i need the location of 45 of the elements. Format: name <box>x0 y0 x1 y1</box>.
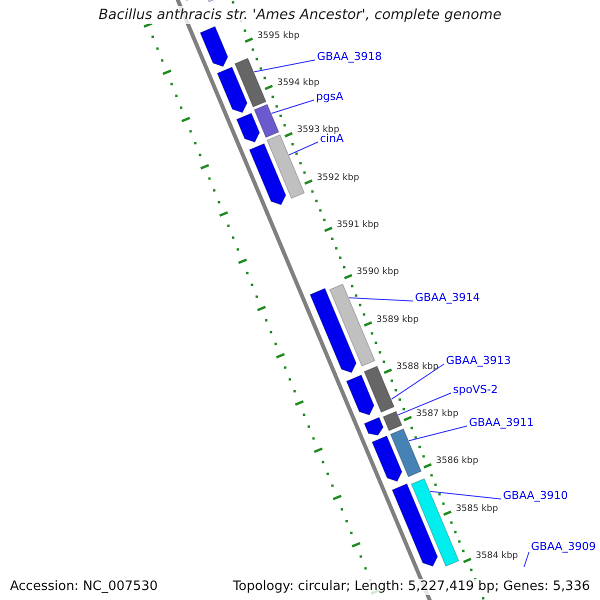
gene-label: GBAA_3913 <box>446 354 511 367</box>
scale-label: 3586 kbp <box>436 456 478 468</box>
scale-label: 3585 kbp <box>456 504 498 515</box>
leader-line <box>254 60 316 72</box>
leader-line <box>524 552 530 568</box>
leader-line <box>391 364 444 400</box>
gene-label: GBAA_3910 <box>503 489 568 502</box>
leader-line <box>271 100 314 114</box>
gene-feature-bar <box>329 284 376 367</box>
gene-feature-bar <box>234 58 267 108</box>
scale-label: 3594 kbp <box>277 78 320 89</box>
scale-label: 3588 kbp <box>396 362 439 373</box>
gene-arrow-shape <box>364 416 384 436</box>
gene-label: GBAA_3909 <box>531 540 596 553</box>
scale-label: 3589 kbp <box>376 314 419 326</box>
gene-arrow-shape <box>248 143 286 206</box>
genome-info-text: Topology: circular; Length: 5,227,419 bp; Genes: 5,336 <box>230 579 592 595</box>
gene-arrow-shape <box>392 483 438 567</box>
leader-line <box>348 297 414 302</box>
scale-label: 3592 kbp <box>316 172 360 184</box>
leader-line <box>288 142 318 156</box>
gene-arrow-shape <box>216 66 248 114</box>
gene-label: spoVS-2 <box>453 383 498 396</box>
gene-arrow-shape <box>372 435 402 482</box>
accession-text: Accession: NC_007530 <box>8 579 160 595</box>
leader-line <box>408 426 468 442</box>
gene-label: GBAA_3911 <box>469 416 534 429</box>
scale-label: 3595 kbp <box>257 30 300 42</box>
gene-feature-bar <box>266 134 305 199</box>
leader-line <box>398 392 452 416</box>
gene-label: GBAA_3918 <box>317 50 382 63</box>
scale-label: 3587 kbp <box>416 409 458 420</box>
scale-label: 3584 kbp <box>476 551 518 562</box>
gene-arrow-shape <box>236 112 260 143</box>
scale-label: 3590 kbp <box>356 267 399 278</box>
gene-feature-bar <box>382 410 402 432</box>
gene-feature-bar <box>390 428 422 478</box>
gene-feature-bar <box>254 104 280 138</box>
gene-label: GBAA_3914 <box>415 291 480 304</box>
scale-label: 3591 kbp <box>336 220 379 231</box>
gene-arrow-shape <box>200 26 228 67</box>
gene-feature-bar <box>364 366 395 413</box>
gene-label: pgsA <box>316 90 344 103</box>
gene-arrow-shape <box>346 374 374 416</box>
gene-arrow-shape <box>310 288 357 374</box>
